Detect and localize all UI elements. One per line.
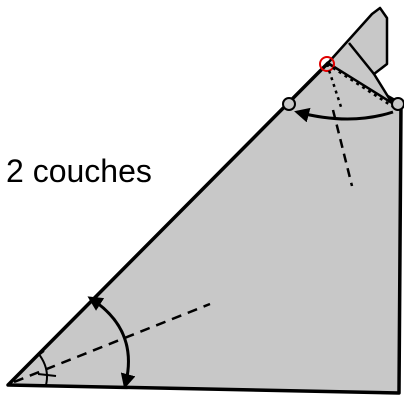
paper-triangle: [6, 61, 403, 395]
reference-point-circle: [319, 56, 335, 72]
dotted-guide-2: [325, 63, 344, 111]
fold-arrow-top: [294, 107, 394, 123]
valley-fold-line-top: [331, 109, 354, 187]
flap-edge: [348, 42, 375, 75]
angle-mark-arc: [37, 352, 48, 386]
dotted-guide: [326, 62, 399, 112]
left-point-circle: [282, 97, 296, 111]
angle-arc-arrow: [87, 296, 136, 389]
angle-tick-1: [30, 350, 45, 362]
layers-label: 2 couches: [6, 153, 152, 189]
right-point-circle: [391, 97, 404, 111]
angle-tick-2: [37, 373, 57, 377]
